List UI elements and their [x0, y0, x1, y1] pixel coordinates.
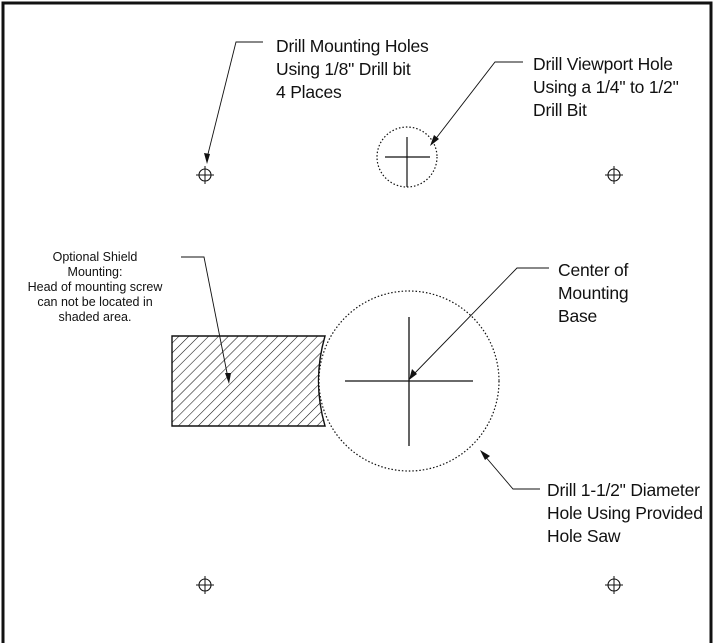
callout-line: Drill Mounting Holes [276, 36, 429, 56]
callout-line: Using a 1/4" to 1/2" [533, 77, 679, 97]
mounting-hole-bottom-left [196, 576, 214, 594]
mounting-hole-bottom-right [605, 576, 623, 594]
viewport-hole [376, 126, 438, 188]
callout-line: Using 1/8" Drill bit [276, 59, 411, 79]
callout-line: Optional Shield [52, 250, 138, 264]
callout-line: Drill 1-1/2" Diameter [547, 480, 700, 500]
callout-line: Head of mounting screw [27, 280, 163, 294]
large-hole [318, 290, 500, 472]
mounting-hole-top-right [605, 166, 623, 184]
leader-viewport-hole [430, 61, 523, 146]
callout-large-hole: Drill 1-1/2" Diameter Hole Using Provide… [547, 479, 703, 548]
leader-large-hole [480, 450, 540, 490]
callout-line: Base [558, 306, 598, 326]
leader-center [409, 267, 549, 380]
callout-mounting-holes: Drill Mounting Holes Using 1/8" Drill bi… [276, 35, 429, 104]
callout-line: Hole Saw [547, 526, 621, 546]
callout-line: Drill Bit [533, 100, 587, 120]
callout-center: Center of Mounting Base [558, 259, 629, 328]
callout-line: 4 Places [276, 82, 342, 102]
callout-line: Center of [558, 260, 629, 280]
shaded-shield-area [171, 335, 326, 427]
callout-line: shaded area. [58, 310, 132, 324]
callout-viewport-hole: Drill Viewport Hole Using a 1/4" to 1/2"… [533, 53, 679, 122]
leader-mounting-holes [204, 41, 263, 164]
callout-line: can not be located in [37, 295, 153, 309]
leader-shield [181, 256, 231, 384]
callout-line: Mounting [558, 283, 629, 303]
mounting-hole-top-left [196, 166, 214, 184]
callout-shield: Optional Shield Mounting: Head of mounti… [12, 250, 178, 325]
callout-line: Hole Using Provided [547, 503, 703, 523]
callout-line: Drill Viewport Hole [533, 54, 673, 74]
callout-line: Mounting: [67, 265, 123, 279]
